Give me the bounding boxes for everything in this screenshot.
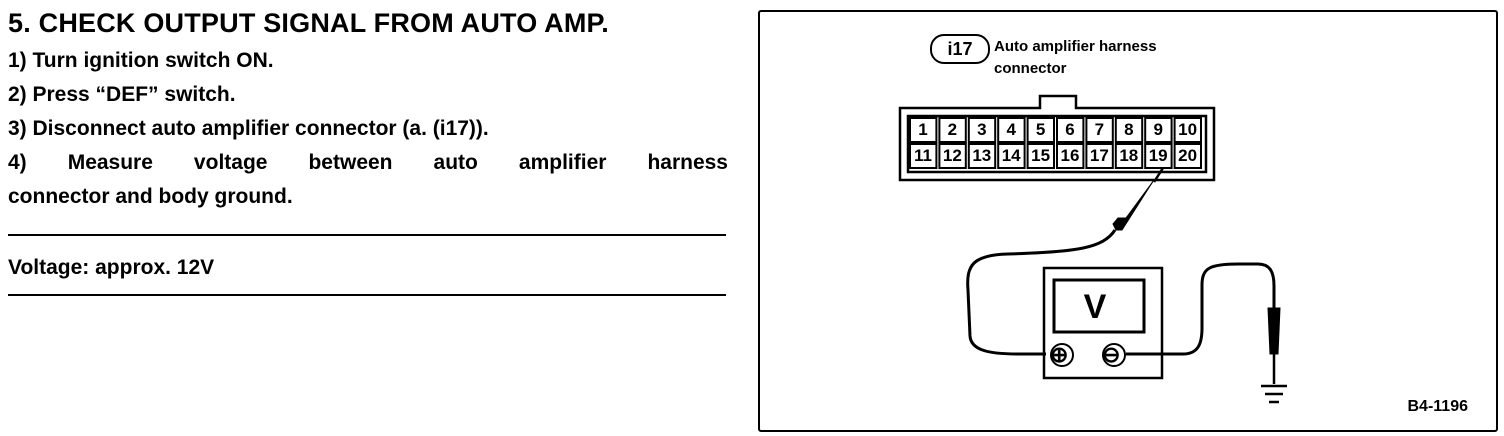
voltmeter bbox=[1042, 266, 1164, 380]
pin-cell bbox=[1114, 117, 1144, 143]
pin-cell bbox=[967, 143, 997, 169]
pin-number-label: 16 bbox=[1060, 146, 1080, 165]
pin-number-label: 5 bbox=[1035, 120, 1046, 139]
pin-number-label: 4 bbox=[1006, 120, 1016, 139]
pin-cell bbox=[1173, 117, 1203, 143]
voltage-spec: Voltage: approx. 12V bbox=[8, 256, 215, 279]
pin-cell bbox=[1026, 143, 1056, 169]
pin-cell bbox=[1173, 143, 1203, 169]
pin-number-label: 3 bbox=[977, 120, 987, 139]
negative-lead bbox=[1126, 262, 1276, 356]
pin-number-label: 15 bbox=[1031, 146, 1051, 165]
step-4: 4) Measure voltage between auto amplifie… bbox=[8, 151, 728, 174]
connector-body bbox=[898, 94, 1216, 182]
connector-id-badge: i17 bbox=[930, 34, 990, 64]
pin-cell bbox=[967, 117, 997, 143]
figure-code: B4-1196 bbox=[1407, 398, 1469, 415]
pin-cell bbox=[1056, 117, 1085, 143]
pin-number-label: 14 bbox=[1001, 146, 1021, 165]
section-title: 5. CHECK OUTPUT SIGNAL FROM AUTO AMP. bbox=[8, 8, 609, 38]
meter-display-symbol: V bbox=[1083, 288, 1107, 326]
connector-label-line-1: Auto amplifier harness bbox=[994, 38, 1157, 55]
pin-number-label: 19 bbox=[1148, 146, 1168, 165]
connector-pins bbox=[909, 117, 1203, 169]
pin-number-label: 1 bbox=[918, 120, 928, 139]
pin-number-label: 10 bbox=[1178, 120, 1198, 139]
pin-cell bbox=[997, 143, 1026, 169]
pin-cell bbox=[938, 117, 967, 143]
ground-symbol bbox=[1261, 384, 1287, 404]
pin-number-label: 20 bbox=[1178, 146, 1198, 165]
pin-cell bbox=[909, 117, 938, 143]
pin-number-label: 18 bbox=[1119, 146, 1139, 165]
pin-number-label: 7 bbox=[1094, 120, 1105, 139]
pin-cell bbox=[1114, 143, 1144, 169]
pin-cell bbox=[1085, 117, 1114, 143]
positive-probe bbox=[1112, 167, 1165, 231]
step-2: 2) Press “DEF” switch. bbox=[8, 83, 236, 106]
pin-cell bbox=[1085, 143, 1114, 169]
spec-bottom-rule bbox=[8, 294, 726, 296]
pin-number-label: 8 bbox=[1124, 120, 1134, 139]
step-3: 3) Disconnect auto amplifier connector (… bbox=[8, 117, 489, 140]
pin-number-label: 6 bbox=[1065, 120, 1075, 139]
pin-cell bbox=[938, 143, 967, 169]
pin-cell bbox=[1144, 143, 1173, 169]
connector-label: Auto amplifier harness connector bbox=[994, 36, 1254, 80]
pin-number-label: 17 bbox=[1089, 146, 1109, 165]
pin-number-label: 9 bbox=[1153, 120, 1163, 139]
pin-number-label: 11 bbox=[914, 146, 932, 165]
pin-number-label: 13 bbox=[972, 146, 992, 165]
negative-terminal-icon: ⊖ bbox=[1102, 342, 1121, 367]
connector-label-line-2: connector bbox=[994, 60, 1067, 77]
negative-probe bbox=[1267, 307, 1281, 384]
pin-number-label: 2 bbox=[947, 120, 958, 139]
pin-cell bbox=[909, 143, 938, 169]
spec-top-rule bbox=[8, 234, 726, 236]
pin-cell bbox=[1144, 117, 1173, 143]
pin-number-label: 12 bbox=[942, 146, 962, 165]
figure-drawing bbox=[898, 94, 1287, 404]
step-1: 1) Turn ignition switch ON. bbox=[8, 49, 274, 72]
procedure-text: 5. CHECK OUTPUT SIGNAL FROM AUTO AMP. 1)… bbox=[8, 6, 728, 214]
positive-terminal-icon: ⊕ bbox=[1050, 342, 1069, 367]
figure-frame bbox=[758, 10, 1498, 432]
pin-cell bbox=[1026, 117, 1056, 143]
pin-cell bbox=[1056, 143, 1085, 169]
step-list: 1) Turn ignition switch ON. 2) Press “DE… bbox=[8, 44, 728, 214]
step-4-continuation: connector and body ground. bbox=[8, 185, 293, 208]
positive-lead bbox=[966, 229, 1117, 356]
pin-cell bbox=[997, 117, 1026, 143]
